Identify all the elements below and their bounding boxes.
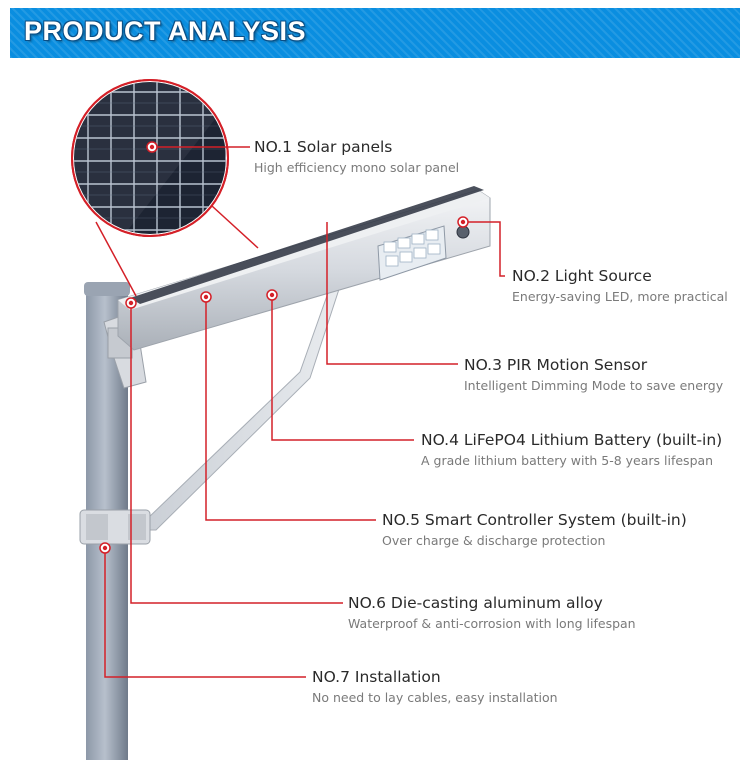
solar-panel-magnifier (71, 79, 229, 237)
feature-description: Over charge & discharge protection (382, 533, 606, 548)
callout-line-3 (326, 222, 458, 365)
callout-markers (99, 141, 469, 554)
feature-description: Waterproof & anti-corrosion with long li… (348, 616, 636, 631)
feature-title: NO.4 LiFePO4 Lithium Battery (built-in) (421, 431, 723, 449)
callout-line-7 (104, 548, 306, 678)
feature-installation: NO.7 Installation No need to lay cables,… (312, 667, 558, 707)
feature-description: Intelligent Dimming Mode to save energy (464, 378, 724, 393)
marker-7 (99, 542, 111, 554)
feature-title: NO.5 Smart Controller System (built-in) (382, 511, 687, 529)
lower-clamp (79, 509, 151, 545)
feature-title: NO.1 Solar panels (254, 138, 393, 156)
feature-description: High efficiency mono solar panel (254, 160, 460, 175)
feature-description: A grade lithium battery with 5-8 years l… (421, 453, 714, 468)
lamp-head (117, 186, 491, 351)
feature-lithium-battery: NO.4 LiFePO4 Lithium Battery (built-in) … (421, 430, 722, 470)
feature-title: NO.2 Light Source (512, 267, 652, 285)
feature-solar-panels: NO.1 Solar panels High efficiency mono s… (254, 137, 459, 177)
callout-line-6 (130, 303, 343, 604)
magnifier-connector (95, 221, 137, 297)
feature-description: Energy-saving LED, more practical (512, 289, 728, 304)
header-title: PRODUCT ANALYSIS (24, 16, 307, 46)
feature-aluminum-alloy: NO.6 Die-casting aluminum alloy Waterpro… (348, 593, 636, 633)
marker-4 (266, 289, 278, 301)
marker-5 (200, 291, 212, 303)
marker-1 (146, 141, 158, 153)
feature-pir-motion-sensor: NO.3 PIR Motion Sensor Intelligent Dimmi… (464, 355, 723, 395)
marker-2 (457, 216, 469, 228)
marker-6 (125, 297, 137, 309)
pole-cap (84, 282, 130, 296)
callout-line-5 (205, 297, 376, 521)
feature-description: No need to lay cables, easy installation (312, 690, 558, 705)
header-banner: PRODUCT ANALYSIS (10, 8, 740, 58)
led-module (377, 225, 447, 281)
callout-line-4 (271, 295, 414, 441)
feature-title: NO.7 Installation (312, 668, 441, 686)
feature-title: NO.6 Die-casting aluminum alloy (348, 594, 603, 612)
feature-smart-controller: NO.5 Smart Controller System (built-in) … (382, 510, 687, 550)
callout-lines (104, 146, 505, 678)
feature-light-source: NO.2 Light Source Energy-saving LED, mor… (512, 266, 728, 306)
pir-sensor (456, 225, 470, 239)
callout-line-2 (463, 221, 505, 277)
feature-title: NO.3 PIR Motion Sensor (464, 356, 648, 374)
magnifier-connector (211, 205, 259, 249)
